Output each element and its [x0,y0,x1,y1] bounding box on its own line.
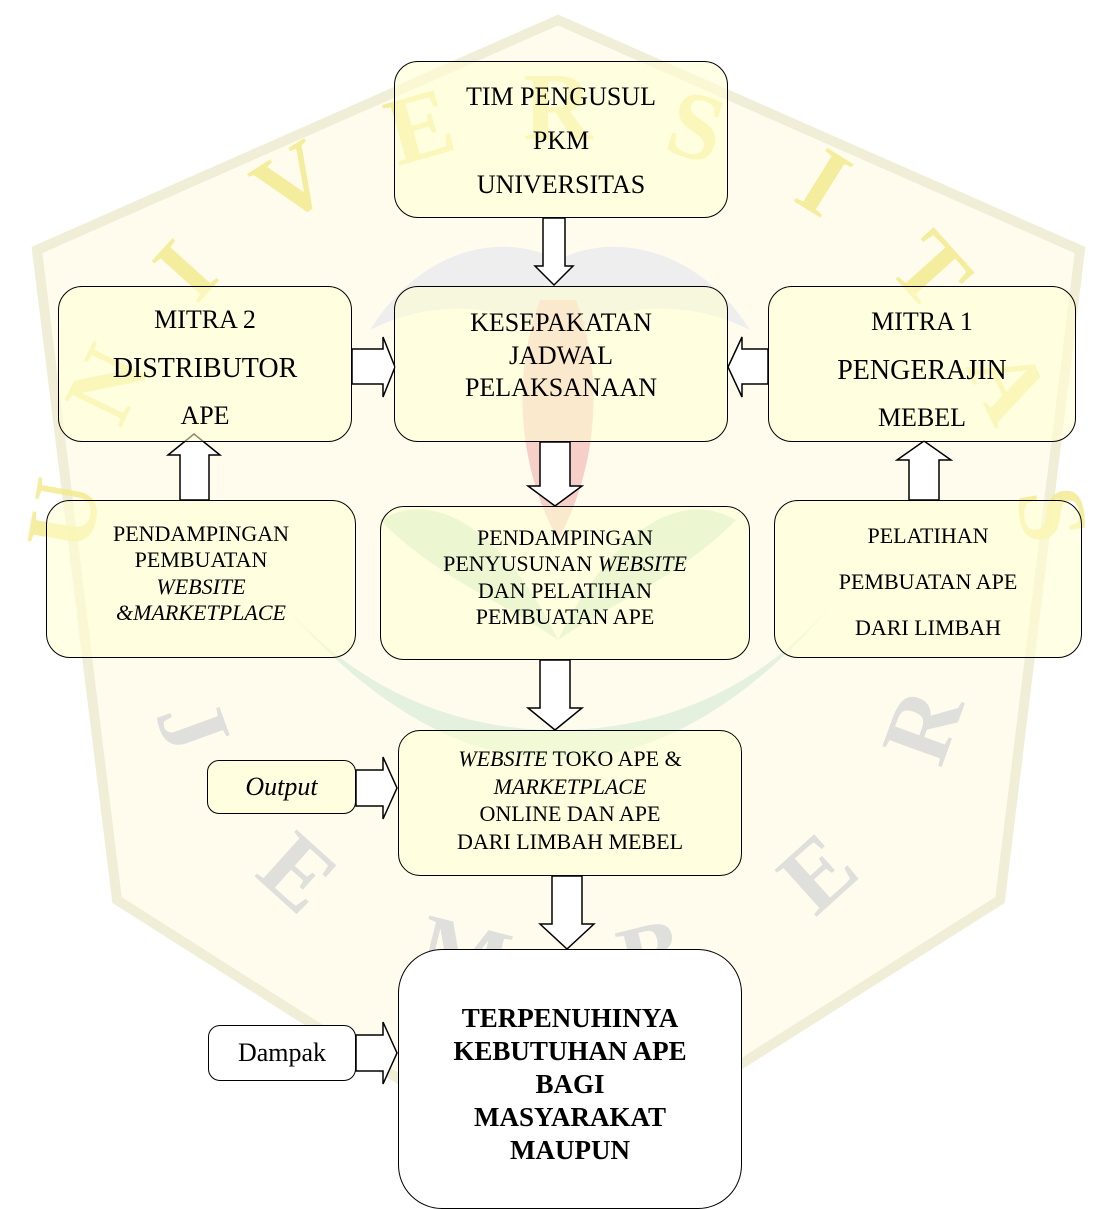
kesepakatan-line-1: KESEPAKATAN [470,308,652,337]
node-pendampingan-penyusunan: PENDAMPINGAN PENYUSUNAN WEBSITE DAN PELA… [380,506,750,660]
pend-ps-line-2-prefix: PENYUSUNAN [443,551,598,577]
node-kesepakatan: KESEPAKATAN JADWAL PELAKSANAAN [394,286,728,442]
mitra1-line-1: MITRA 1 [871,307,973,336]
node-website-toko: WEBSITE TOKO APE & MARKETPLACE ONLINE DA… [398,730,742,876]
pend-ps-line-4: PEMBUATAN APE [475,604,655,630]
pend-ps-line-1: PENDAMPINGAN [476,525,653,550]
website-line-2: MARKETPLACE [493,773,647,799]
terpenuhinya-line-5: MAUPUN [510,1134,630,1165]
arrow-right-dampak-to-terpenuhinya [355,1021,398,1085]
arrow-left-mitra1-to-kesepakatan [727,336,769,398]
arrow-down-pendampingan-to-website [525,659,585,731]
pend-wm-line-2: PEMBUATAN [134,547,268,573]
node-dampak-label: Dampak [208,1025,356,1081]
node-output-label: Output [207,760,356,814]
mitra1-line-3: MEBEL [877,403,967,432]
pend-wm-line-1: PENDAMPINGAN [112,521,289,546]
pend-ps-line-2-italic: WEBSITE [597,551,687,577]
tim-line-1: TIM PENGUSUL [466,82,656,111]
terpenuhinya-line-1: TERPENUHINYA [461,1003,679,1033]
tim-line-2: PKM [532,126,590,155]
seal-band [280,600,836,760]
node-mitra-2: MITRA 2 DISTRIBUTOR APE [58,286,352,442]
node-tim-pengusul: TIM PENGUSUL PKM UNIVERSITAS [394,61,728,218]
website-line-4: DARI LIMBAH MEBEL [456,828,684,854]
mitra2-line-2: DISTRIBUTOR [112,353,298,384]
node-mitra-1: MITRA 1 PENGERAJIN MEBEL [768,286,1076,442]
mitra1-line-2: PENGERAJIN [837,355,1007,386]
terpenuhinya-line-3: BAGI [535,1068,605,1099]
node-terpenuhinya: TERPENUHINYA KEBUTUHAN APE BAGI MASYARAK… [398,949,742,1209]
arrow-down-tim-to-kesepakatan [533,217,575,287]
pelatihan-line-2: PEMBUATAN APE [838,569,1018,594]
mitra2-line-1: MITRA 2 [154,305,256,334]
pend-wm-line-4: &MARKETPLACE [116,600,286,626]
arrow-down-kesepakatan-to-pendampingan [525,441,585,507]
website-line-3: ONLINE DAN APE [479,801,661,826]
output-label-text: Output [245,772,318,801]
arrow-right-mitra2-to-kesepakatan [351,336,396,398]
arrow-down-website-to-terpenuhinya [538,875,596,951]
node-pelatihan: PELATIHAN PEMBUATAN APE DARI LIMBAH [774,500,1082,658]
tim-line-3: UNIVERSITAS [476,170,646,199]
website-line-1-italic: WEBSITE [458,746,548,771]
kesepakatan-line-3: PELAKSANAAN [464,373,658,402]
pelatihan-line-1: PELATIHAN [867,523,989,548]
node-pendampingan-website-marketplace: PENDAMPINGAN PEMBUATAN WEBSITE &MARKETPL… [46,500,356,658]
arrow-right-output-to-website [355,756,398,820]
terpenuhinya-line-4: MASYARAKAT [473,1101,667,1132]
arrow-up-pendampingan-to-mitra2 [165,433,223,501]
website-line-1-rest: TOKO APE & [547,746,682,771]
pelatihan-line-3: DARI LIMBAH [854,615,1002,640]
website-line-1: WEBSITE TOKO APE & [458,745,681,773]
pend-wm-line-3: WEBSITE [156,573,246,599]
mitra2-line-3: APE [180,401,230,430]
arrow-up-pelatihan-to-mitra1 [894,440,954,501]
terpenuhinya-line-2: KEBUTUHAN APE [453,1035,687,1066]
pend-ps-line-3: DAN PELATIHAN [477,577,653,603]
dampak-label-text: Dampak [237,1038,327,1067]
kesepakatan-line-2: JADWAL [509,340,613,370]
pend-ps-line-2: PENYUSUNAN WEBSITE [443,551,687,577]
